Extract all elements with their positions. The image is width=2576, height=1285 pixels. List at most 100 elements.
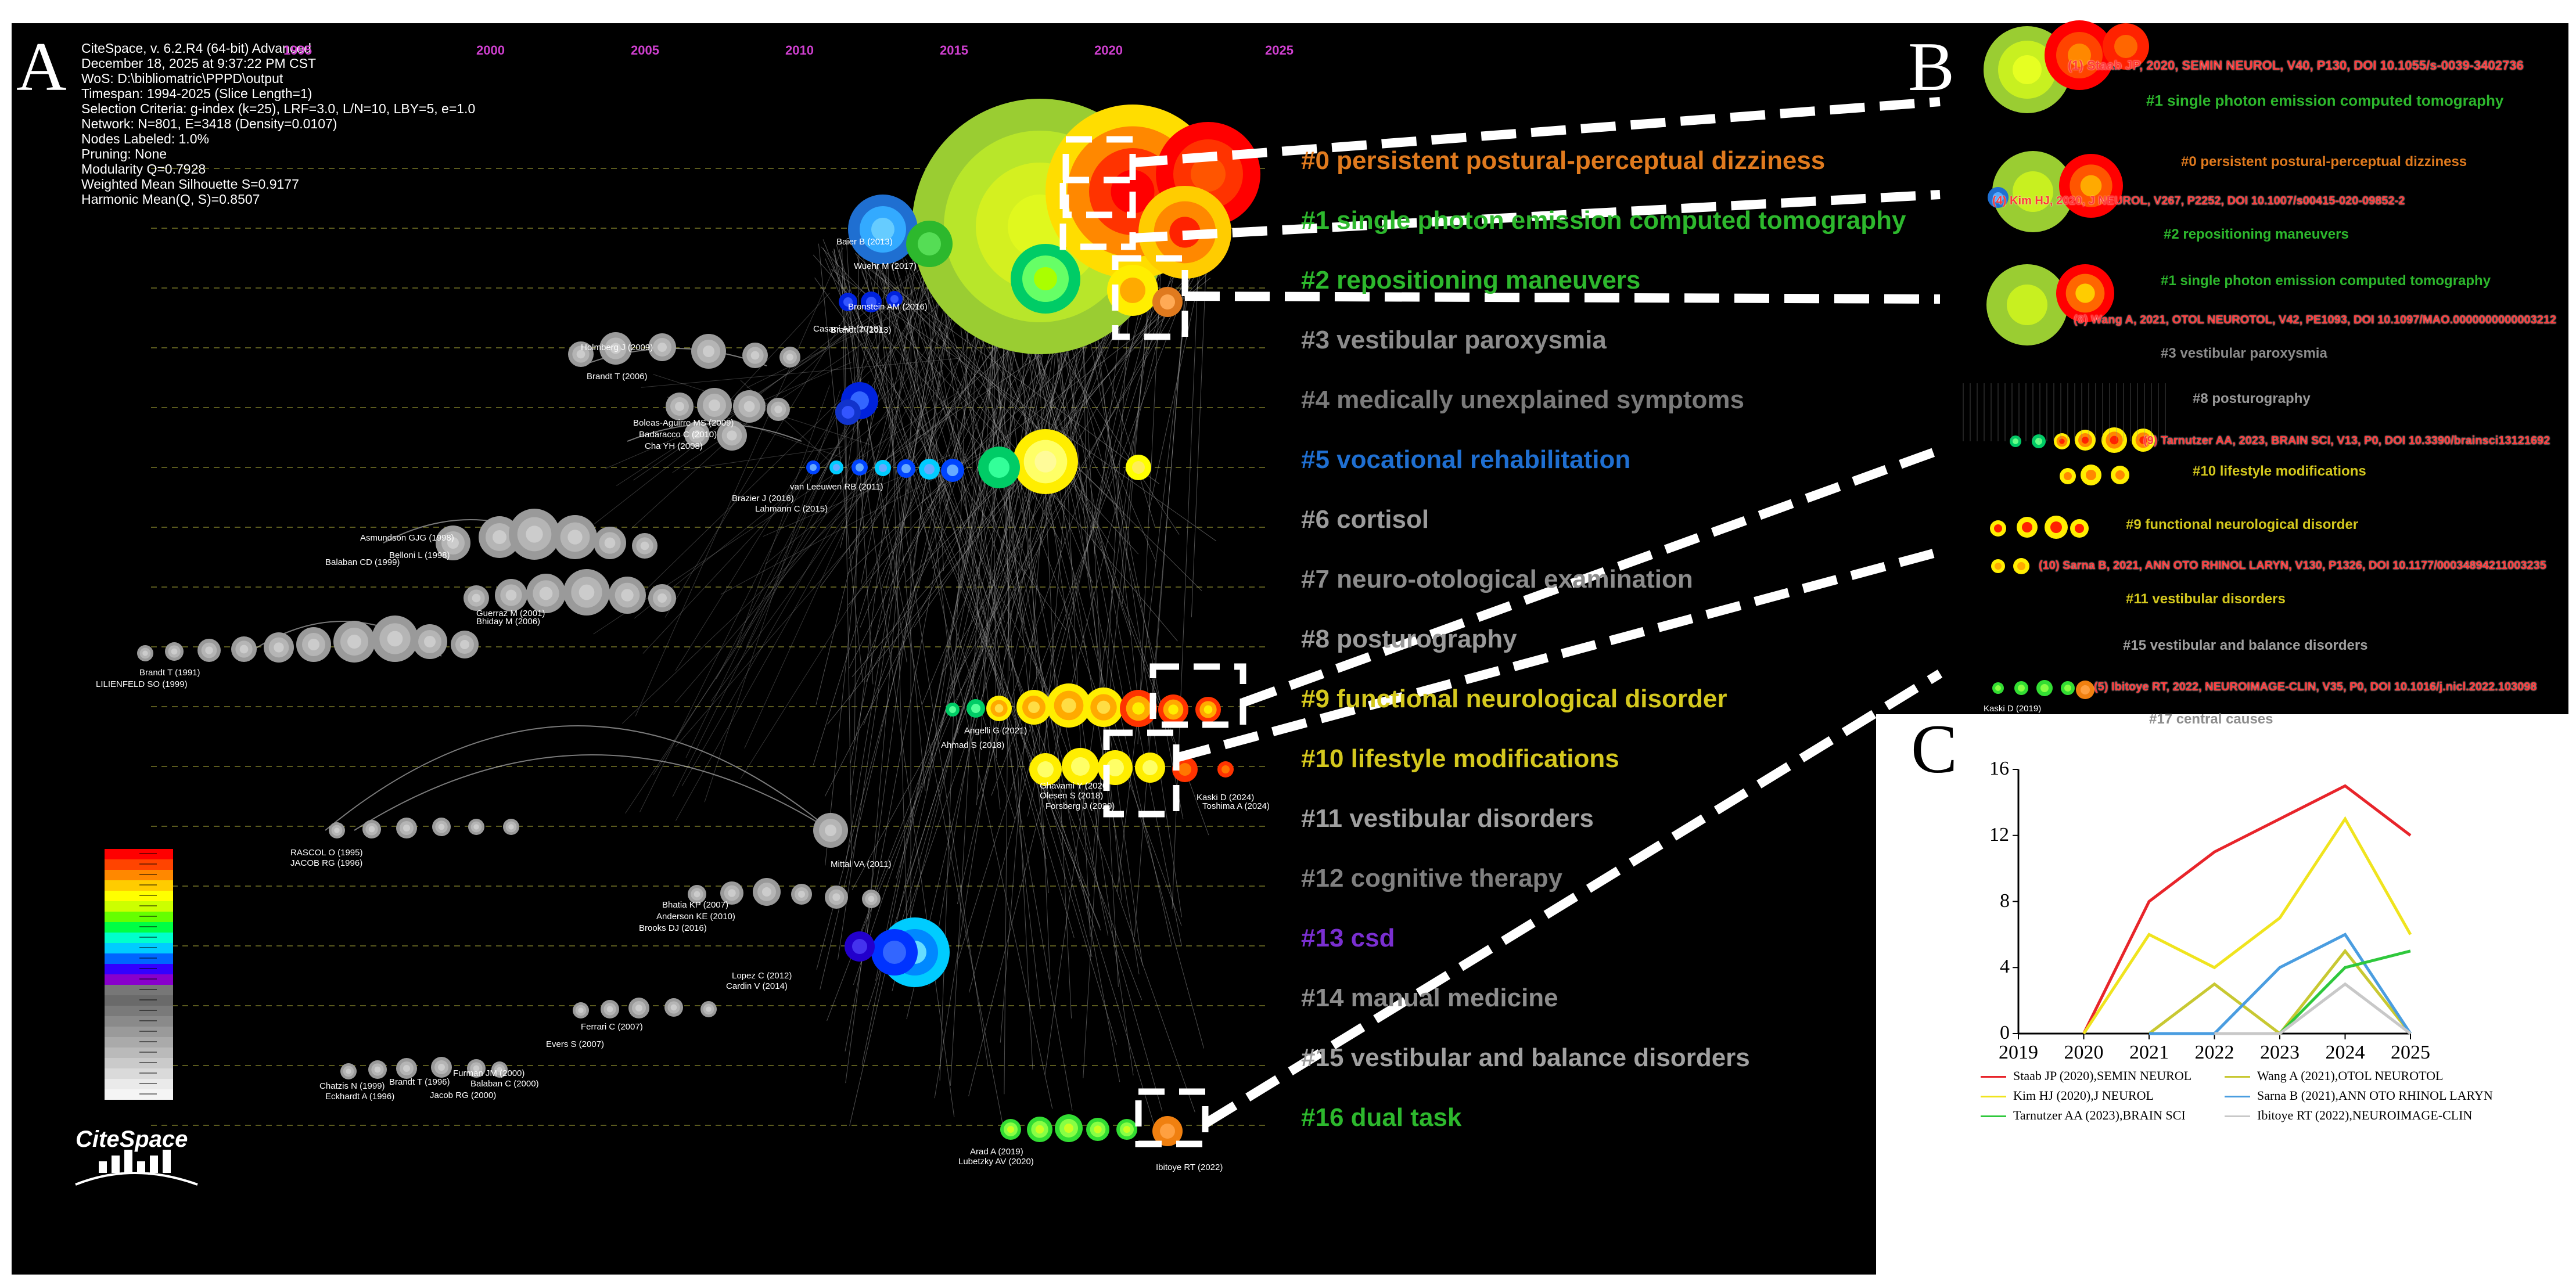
mini-node [1995,563,2002,570]
color-bar-band [105,1079,173,1089]
citation-node [347,635,361,649]
color-bar-band [105,1006,173,1016]
mini-node [2081,175,2102,197]
cluster-label: #13 csd [1301,924,1395,953]
citation-node [171,649,178,655]
node-label: Lubetzky AV (2020) [958,1157,1034,1167]
node-label: RASCOL O (1995) [290,848,363,858]
citation-node [205,646,213,654]
mini-node [2114,35,2137,58]
mini-panel-label: (5) Ibitoye RT, 2022, NEUROIMAGE-CLIN, V… [2094,681,2537,694]
node-label: Arad A (2019) [970,1147,1023,1157]
color-bar-band [105,1027,173,1037]
node-label: Evers S (2007) [546,1039,604,1049]
citation-node [506,590,517,601]
mini-panel-label: #0 persistent postural-perceptual dizzin… [2181,154,2467,170]
cluster-label: #1 single photon emission computed tomog… [1301,206,1906,235]
node-label: Brandt T (2006) [587,372,648,381]
mini-node [1994,524,2002,532]
timeline-year-label: 2025 [1265,43,1294,58]
citation-node [728,889,735,897]
mini-node [2115,470,2125,480]
mini-panel-label: #2 repositioning maneuvers [2164,226,2349,243]
panel-label-c: C [1911,714,1957,784]
node-label: Toshima A (2024) [1202,801,1270,811]
citation-node [1007,1126,1014,1133]
logo-bar [163,1150,171,1173]
color-bar-band [105,901,173,912]
citation-node [1037,761,1054,778]
mini-node [2059,438,2064,444]
citation-node [635,1005,642,1012]
y-tick-label: 16 [1989,758,2009,780]
cluster-label: #11 vestibular disorders [1301,804,1594,833]
panel-b-background [1947,23,2568,720]
mini-node [2081,685,2090,694]
summary-line: Timespan: 1994-2025 (Slice Length=1) [81,86,475,101]
citation-node [694,891,700,898]
mini-panel-label: (1) Staab JP, 2020, SEMIN NEUROL, V40, P… [2068,58,2524,73]
citation-node [605,538,616,549]
citation-node [308,639,319,650]
citation-node [810,464,817,471]
citation-node [658,343,667,352]
color-bar-band [105,995,173,1006]
citation-node [1071,757,1090,776]
mini-panel-label: Kaski D (2019) [1984,704,2041,714]
legend-label: Staab JP (2020),SEMIN NEUROL [2013,1068,2191,1083]
mini-node [2086,470,2096,480]
panel-c-background [1876,714,2568,1275]
citation-node [1061,698,1076,712]
cluster-label: #10 lifestyle modifications [1301,744,1619,773]
mini-node [2007,285,2047,325]
citation-node [526,525,542,542]
mini-node [1995,685,2001,691]
citation-node [883,941,906,964]
citation-node [727,430,736,440]
logo-bar [137,1161,145,1173]
citation-node [825,825,836,836]
x-tick-label: 2025 [2391,1042,2430,1064]
color-bar-band [105,943,173,953]
citation-node [989,457,1009,478]
citation-node [947,465,958,476]
node-label: Guerraz M (2001) [476,609,545,618]
node-label: Lahmann C (2015) [755,504,828,514]
node-label: Angelli G (2021) [964,726,1027,736]
logo-bar [99,1161,107,1173]
timeline-year-label: 2015 [940,43,968,58]
color-bar-band [105,1048,173,1058]
legend-swatch [2225,1096,2250,1097]
mini-node [2050,521,2062,533]
cluster-label: #3 vestibular paroxysmia [1301,326,1607,355]
mini-node [2040,684,2049,692]
node-label: Brandt T (2013) [831,325,892,335]
color-bar-band [105,974,173,985]
node-label: Lopez C (2012) [732,971,792,981]
node-label: Ferrari C (2007) [581,1022,643,1032]
citation-node [658,593,667,603]
cluster-label: #16 dual task [1301,1103,1461,1132]
citespace-logo-text: CiteSpace [76,1126,188,1153]
mini-node [2075,283,2094,303]
legend-label: Wang A (2021),OTOL NEUROTOL [2257,1068,2443,1083]
timeline-year-label: 2005 [631,43,659,58]
citation-node [751,351,760,360]
x-tick-label: 2020 [2064,1042,2104,1064]
cluster-label: #6 cortisol [1301,505,1429,534]
citation-node [1120,278,1145,303]
legend-label: Kim HJ (2020),J NEUROL [2013,1088,2154,1103]
node-label: Balaban C (2000) [470,1079,539,1089]
color-bar-band [105,912,173,922]
mini-panel-label: #17 central causes [2149,711,2273,728]
node-label: Brazier J (2016) [732,494,794,503]
node-label: Badaracco C (2010) [639,430,717,440]
panel-label-a: A [16,32,67,102]
legend-item: Staab JP (2020),SEMIN NEUROL [1981,1068,2191,1084]
citation-node [918,232,941,255]
node-label: Brooks DJ (2016) [639,923,707,933]
citation-node [744,401,755,412]
citation-node [274,642,283,652]
y-tick-label: 4 [2000,956,2010,978]
summary-line: December 18, 2025 at 9:37:22 PM CST [81,56,475,71]
